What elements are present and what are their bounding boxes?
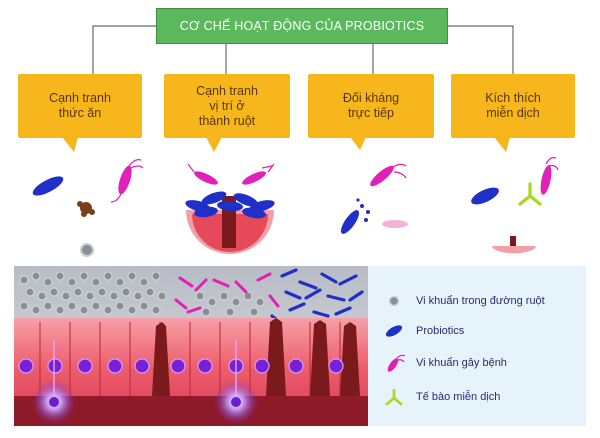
callout-tail [350,137,366,150]
callout-immune-stimulation: Kích thích miễn dịch [451,74,575,138]
immune-response-glow [32,340,258,424]
food-competition-illustration [32,159,144,257]
probiotic-cell [32,176,64,196]
gut-bacteria-icon [388,295,400,307]
callout-label: Cạnh tranh thức ăn [49,91,111,120]
probiotic-cell [471,187,499,205]
lysed-pathogen [382,220,408,228]
food-particle [77,201,95,217]
callout-site-competition: Cạnh tranh vị trí ở thành ruột [164,74,290,138]
pathogen-cell [540,157,559,195]
pathogen-layer [174,272,280,314]
pathogen-cell [370,163,407,187]
pathogen-cell [194,171,266,185]
gut-bacteria-layer [19,271,265,317]
callout-label: Cạnh tranh vị trí ở thành ruột [196,83,258,128]
callout-direct-antagonism: Đối kháng trực tiếp [308,74,434,138]
pathogen-icon [387,354,406,372]
callout-label: Đối kháng trực tiếp [342,91,400,120]
villi [152,318,360,396]
callout-label: Kích thích miễn dịch [485,91,541,120]
intestine-cross-section [14,266,368,426]
callout-tail [206,137,222,152]
legend-label: Probiotics [416,325,465,337]
immune-cell-icon [385,388,403,406]
callout-food-competition: Cạnh tranh thức ăn [18,74,142,138]
legend: Vi khuẩn trong đường ruột Probiotics Vi … [368,266,586,426]
callout-tail [494,137,510,152]
gut-bacteria-cell [80,243,94,257]
site-competition-illustration [185,163,275,254]
legend-label: Vi khuẩn trong đường ruột [416,295,545,307]
direct-antagonism-illustration [340,163,408,234]
immune-stimulation-illustration [471,157,559,254]
callout-tail [62,137,78,152]
pathogen-cell [110,159,144,203]
probiotic-icon [385,325,403,337]
probiotic-cell [340,210,360,234]
legend-label: Tế bào miễn dịch [416,391,501,403]
immune-cell [518,182,542,206]
diagram-title: CƠ CHẾ HOẠT ĐỘNG CỦA PROBIOTICS [156,8,448,44]
legend-label: Vi khuẩn gây bệnh [416,357,507,369]
